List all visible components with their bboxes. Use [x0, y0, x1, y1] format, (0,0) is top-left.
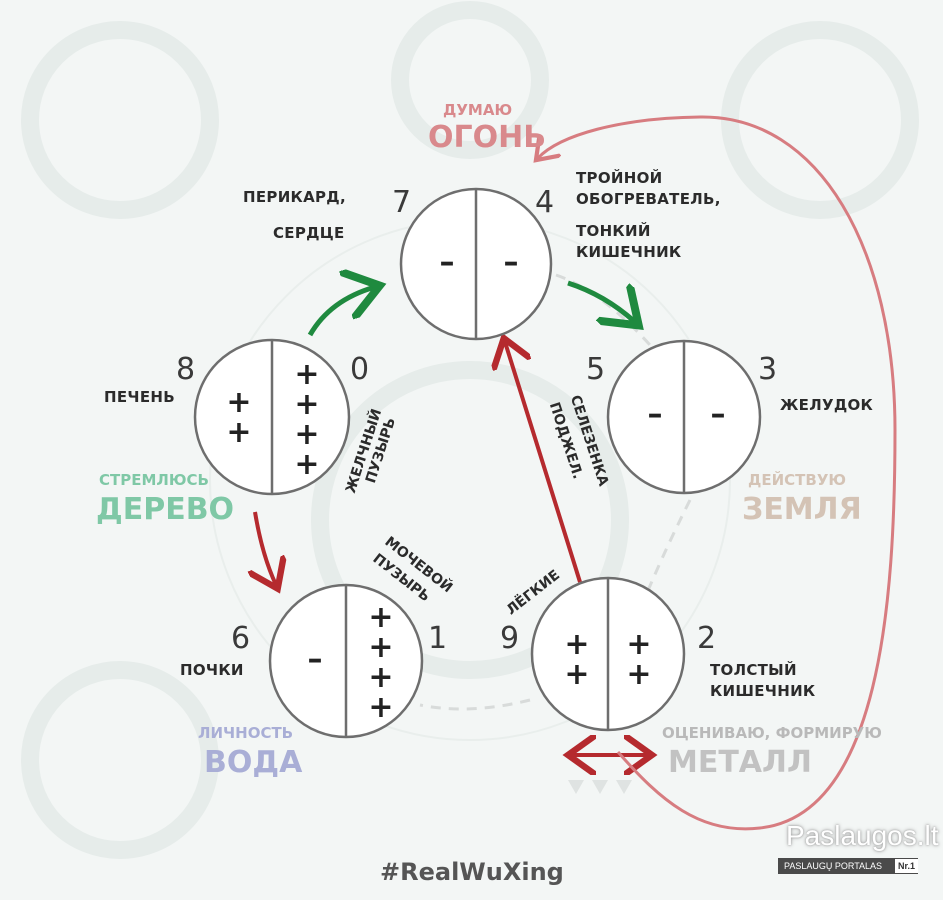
water-left-sign: – — [307, 642, 323, 677]
fire-right-organ-4: КИШЕЧНИК — [576, 243, 682, 261]
arrow-fire-to-earth — [567, 280, 635, 322]
fire-left-organ-1: ПЕРИКАРД, — [243, 188, 346, 206]
fire-element: ОГОНЬ — [428, 120, 547, 155]
fire-right-number: 4 — [535, 185, 555, 220]
hashtag: #RealWuXing — [380, 858, 564, 886]
wood-right-sign: + + + + — [294, 357, 320, 482]
arrow-wood-to-fire — [307, 287, 375, 337]
earth-left-sign: – — [647, 397, 663, 432]
arrow-loop-metal-to-fire — [538, 115, 897, 831]
water-left-organ: ПОЧКИ — [180, 661, 244, 679]
water-left-number: 6 — [231, 621, 251, 656]
metal-right-organ-1: ТОЛСТЫЙ — [710, 661, 797, 679]
wood-left-number: 8 — [176, 352, 196, 387]
fire-right-organ-1: ТРОЙНОЙ — [576, 169, 663, 187]
dashed-metal-water — [419, 698, 531, 711]
brand-rank: Nr.1 — [894, 859, 918, 873]
arrow-metal-to-fire — [505, 342, 582, 583]
wood-element: ДЕРЕВО — [96, 492, 235, 527]
wood-right-number: 0 — [350, 352, 370, 387]
earth-right-organ: ЖЕЛУДОК — [780, 396, 874, 414]
fire-right-organ-3: ТОНКИЙ — [576, 222, 651, 240]
metal-right-organ-2: КИШЕЧНИК — [710, 682, 816, 700]
water-right-sign: + + + + — [368, 600, 394, 725]
earth-right-number: 3 — [758, 352, 778, 387]
metal-right-number: 2 — [697, 621, 717, 656]
earth-left-number: 5 — [586, 352, 606, 387]
earth-right-sign: – — [710, 397, 726, 432]
wood-left-sign: + + — [226, 385, 252, 450]
wood-left-organ: ПЕЧЕНЬ — [104, 388, 175, 406]
fire-left-sign: – — [439, 245, 455, 280]
brand-name: Paslaugos.lt — [786, 820, 939, 851]
metal-element: МЕТАЛЛ — [668, 745, 812, 780]
fire-action: ДУМАЮ — [443, 101, 513, 119]
wood-action: СТРЕМЛЮСЬ — [99, 471, 209, 489]
water-action: ЛИЧНОСТЬ — [198, 724, 294, 742]
metal-left-number: 9 — [500, 621, 520, 656]
metal-action: ОЦЕНИВАЮ, ФОРМИРУЮ — [662, 724, 882, 742]
fire-left-number: 7 — [392, 185, 412, 220]
earth-action: ДЕЙСТВУЮ — [748, 471, 847, 489]
metal-right-sign: + + — [626, 627, 652, 692]
earth-element: ЗЕМЛЯ — [742, 492, 862, 527]
brand-tagline: PASLAUGŲ PORTALAS — [778, 858, 918, 874]
fire-right-organ-2: ОБОГРЕВАТЕЛЬ, — [576, 190, 721, 208]
fire-right-sign: – — [503, 245, 519, 280]
water-element: ВОДА — [204, 745, 303, 780]
metal-left-sign: + + — [564, 627, 590, 692]
fire-left-organ-2: СЕРДЦЕ — [273, 224, 345, 242]
brand-badge: Paslaugos.lt PASLAUGŲ PORTALAS Nr.1 — [778, 820, 939, 876]
arrow-wood-to-water — [255, 511, 276, 585]
water-right-number: 1 — [428, 621, 448, 656]
